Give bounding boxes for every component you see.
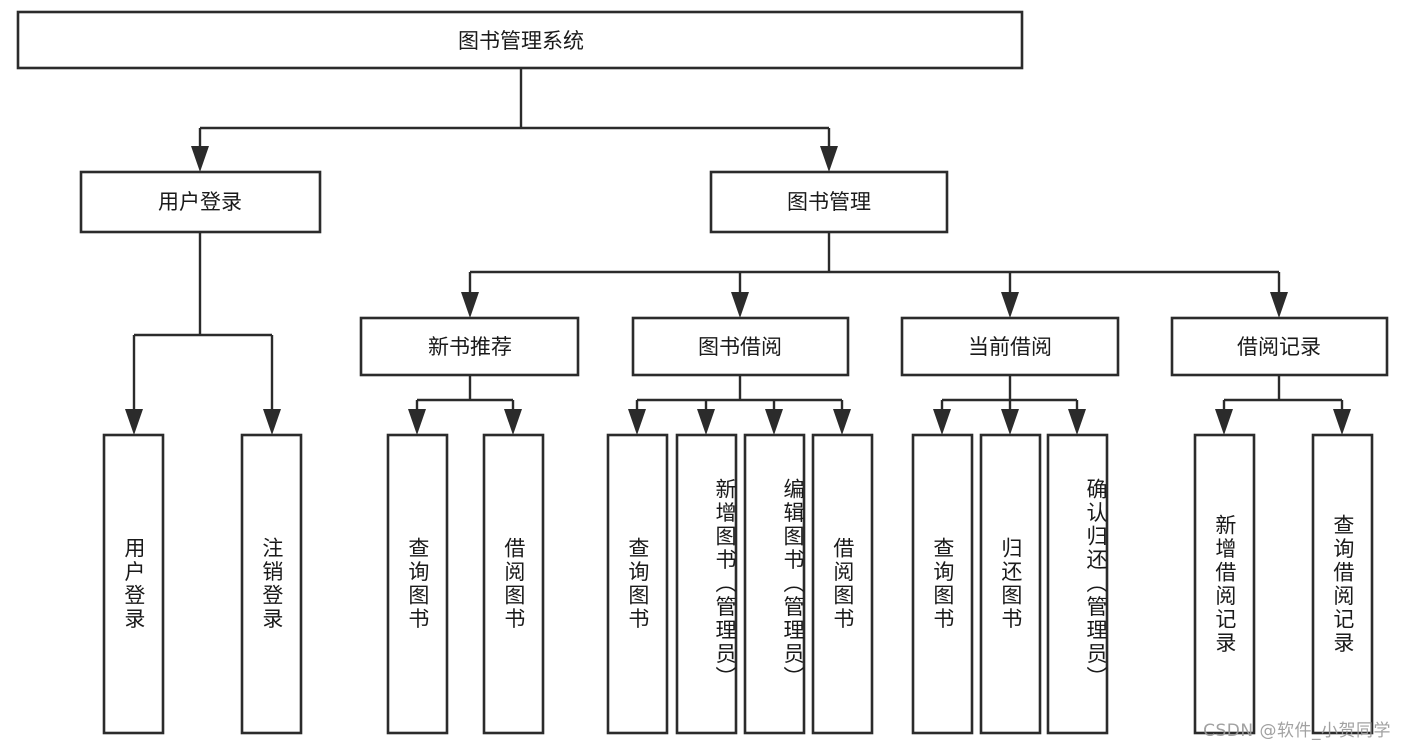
leaf-borrow-record-0[interactable]	[1193, 433, 1256, 735]
arrow-login-to-leaf2	[263, 409, 281, 435]
arrow-bookmgmt-to-g3	[1001, 292, 1019, 318]
leaf-current-borrow-1[interactable]	[979, 433, 1042, 735]
arrow-g4-leaf1	[1215, 409, 1233, 435]
node-new-book-recommend[interactable]	[359, 316, 580, 377]
csdn-watermark: CSDN @软件_小贺同学	[1203, 721, 1391, 741]
node-current-borrow[interactable]	[900, 316, 1120, 377]
arrow-g1-leaf2	[504, 409, 522, 435]
arrow-g2-leaf1	[628, 409, 646, 435]
arrow-g3-leaf2	[1001, 409, 1019, 435]
node-user-login[interactable]	[79, 170, 322, 234]
arrow-g3-leaf3	[1068, 409, 1086, 435]
nodes-layer	[16, 10, 1389, 735]
leaf-current-borrow-2[interactable]	[1046, 433, 1109, 735]
arrow-g2-leaf4	[833, 409, 851, 435]
node-root[interactable]	[16, 10, 1024, 70]
arrow-g4-leaf2	[1333, 409, 1351, 435]
leaf-book-borrow-3[interactable]	[811, 433, 874, 735]
label-root: 图书管理系统	[458, 29, 584, 53]
arrow-bookmgmt-to-g2	[731, 292, 749, 318]
leaf-book-borrow-1[interactable]	[675, 433, 738, 735]
leaf-book-borrow-2[interactable]	[743, 433, 806, 735]
arrow-root-to-login	[191, 146, 209, 172]
leaf-user-login-0[interactable]	[102, 433, 165, 735]
node-borrow-record[interactable]	[1170, 316, 1389, 377]
arrow-g3-leaf1	[933, 409, 951, 435]
arrow-g1-leaf1	[408, 409, 426, 435]
leaf-new-book-1[interactable]	[482, 433, 545, 735]
label-book-borrow: 图书借阅	[698, 335, 782, 359]
leaf-current-borrow-0[interactable]	[911, 433, 974, 735]
label-borrow-record: 借阅记录	[1237, 335, 1321, 359]
node-book-borrow[interactable]	[631, 316, 850, 377]
leaf-book-borrow-0[interactable]	[606, 433, 669, 735]
label-new-book-recommend: 新书推荐	[428, 335, 512, 359]
label-user-login: 用户登录	[158, 190, 242, 214]
arrow-bookmgmt-to-g4	[1270, 292, 1288, 318]
leaf-borrow-record-1[interactable]	[1311, 433, 1374, 735]
edges-layer	[125, 68, 1351, 435]
label-book-management: 图书管理	[787, 190, 871, 214]
leaf-user-login-1[interactable]	[240, 433, 303, 735]
node-book-management[interactable]	[709, 170, 949, 234]
label-current-borrow: 当前借阅	[968, 335, 1052, 359]
arrow-bookmgmt-to-g1	[461, 292, 479, 318]
leaf-new-book-0[interactable]	[386, 433, 449, 735]
arrow-login-to-leaf1	[125, 409, 143, 435]
arrow-g2-leaf2	[697, 409, 715, 435]
labels-layer: 图书管理系统 用户登录 图书管理 新书推荐 图书借阅 当前借阅 借阅记录	[158, 29, 1321, 359]
arrow-g2-leaf3	[765, 409, 783, 435]
arrow-root-to-bookmgmt	[820, 146, 838, 172]
